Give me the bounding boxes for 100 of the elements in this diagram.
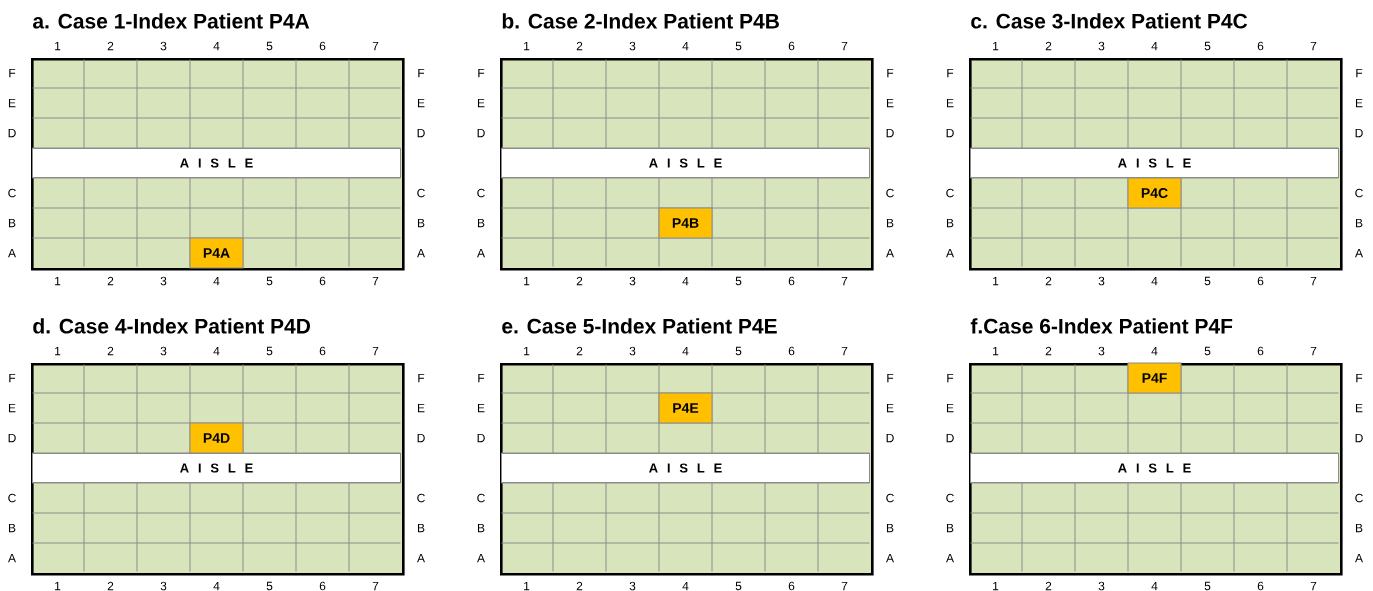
column-number: 6 [788,581,795,591]
column-number: 4 [682,41,689,51]
row-letter: F [1356,373,1363,383]
row-letter: D [1355,128,1363,138]
row-letter: C [946,188,954,198]
column-number: 6 [1257,346,1264,356]
highlighted-seat: P4C [1127,177,1182,209]
row-letter: B [887,523,894,533]
column-number: 2 [107,276,114,286]
column-number: 5 [1204,41,1211,51]
column-number: 5 [735,581,742,591]
node-label: e. Case 5-Index Patient P4E [502,318,777,334]
column-number: 2 [107,581,114,591]
row-letter: B [1355,218,1363,228]
row-letter: E [946,98,954,108]
column-number: 7 [841,346,848,356]
column-number: 3 [629,276,636,286]
node-label: f.Case 6-Index Patient P4F [970,318,1233,334]
row-letter: A [886,553,894,563]
aisle-band: A I S L E [970,148,1339,178]
column-number: 1 [993,276,999,286]
row-letter: D [1355,433,1363,443]
column-number: 1 [993,581,999,591]
row-letter: A [417,248,425,258]
column-number: 3 [629,41,636,51]
column-number: 4 [213,41,220,51]
aisle-band: A I S L E [501,453,870,483]
column-number: 1 [55,41,61,51]
highlighted-seat: P4E [658,392,713,424]
column-number: 2 [576,346,583,356]
row-letter: A [1355,553,1363,563]
column-number: 3 [160,41,167,51]
column-number: 1 [55,581,61,591]
row-letter: E [477,403,485,413]
row-letter: B [477,218,485,228]
column-number: 1 [524,581,530,591]
column-number: 5 [266,41,273,51]
column-number: 3 [1098,41,1105,51]
row-letter: D [8,128,16,138]
column-number: 7 [841,276,848,286]
row-letter: C [1355,188,1363,198]
column-number: 4 [682,276,689,286]
row-letter: A [946,248,954,258]
column-number: 7 [1310,581,1317,591]
row-letter: A [8,553,16,563]
column-number: 6 [788,41,795,51]
column-number: 4 [682,346,689,356]
node-label: c. Case 3-Index Patient P4C [971,13,1248,29]
column-number: 3 [1098,276,1105,286]
row-letter: D [477,128,485,138]
row-letter: C [8,188,16,198]
row-letter: B [8,523,16,533]
row-letter: F [9,373,16,383]
row-letter: C [477,188,485,198]
row-letter: A [1355,248,1363,258]
column-number: 2 [576,581,583,591]
column-number: 5 [735,276,742,286]
row-letter: A [417,553,425,563]
aisle-band: A I S L E [32,453,401,483]
row-letter: D [8,433,16,443]
row-letter: E [887,98,894,108]
aisle-band: A I S L E [970,453,1339,483]
column-number: 5 [735,41,742,51]
column-number: 2 [107,41,114,51]
row-letter: D [886,433,894,443]
row-letter: C [8,493,16,503]
row-letter: C [946,493,954,503]
row-letter: F [947,373,954,383]
row-letter: C [417,188,425,198]
column-number: 5 [735,346,742,356]
column-number: 6 [319,276,326,286]
row-letter: A [477,553,485,563]
column-number: 5 [1204,581,1211,591]
row-letter: D [886,128,894,138]
column-number: 3 [1098,346,1105,356]
column-number: 4 [682,581,689,591]
column-number: 6 [1257,41,1264,51]
column-number: 2 [1045,276,1052,286]
column-number: 7 [841,581,848,591]
row-letter: C [477,493,485,503]
row-letter: B [418,523,425,533]
row-letter: E [1355,403,1363,413]
row-letter: C [886,493,894,503]
row-letter: B [477,523,485,533]
row-letter: C [886,188,894,198]
row-letter: A [886,248,894,258]
column-number: 7 [1310,346,1317,356]
row-letter: A [477,248,485,258]
column-number: 3 [160,581,167,591]
column-number: 7 [372,276,379,286]
column-number: 1 [55,276,61,286]
column-number: 7 [372,41,379,51]
column-number: 6 [788,346,795,356]
row-letter: B [8,218,16,228]
row-letter: D [477,433,485,443]
row-letter: B [418,218,425,228]
column-number: 5 [266,276,273,286]
node-label: d. Case 4-Index Patient P4D [33,318,311,334]
node-label: b. Case 2-Index Patient P4B [502,13,779,29]
column-number: 5 [1204,346,1211,356]
